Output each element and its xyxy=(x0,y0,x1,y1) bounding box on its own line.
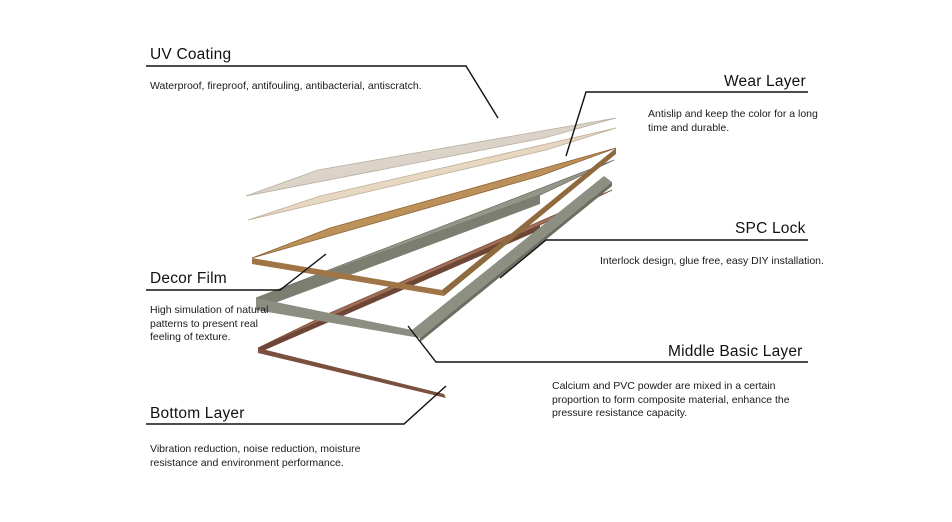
leader-bottom-layer xyxy=(146,385,447,425)
uv-coating-sheet xyxy=(245,117,617,197)
leader-lines xyxy=(146,65,808,425)
wear-layer-sheet xyxy=(247,127,617,221)
decor-film-title: Decor Film xyxy=(150,270,227,287)
leader-wear-layer xyxy=(565,91,808,157)
leader-spc-lock xyxy=(499,239,808,279)
bottom-layer-description: Vibration reduction, noise reduction, mo… xyxy=(150,443,361,469)
bottom-layer-title: Bottom Layer xyxy=(150,405,245,422)
leader-decor-film xyxy=(146,253,327,291)
decor-film-description: High simulation of natural patterns to p… xyxy=(150,304,269,343)
leader-middle-basic xyxy=(407,325,808,363)
middle-basic-layer-board xyxy=(255,159,615,342)
uv-coating-description: Waterproof, fireproof, antifouling, anti… xyxy=(150,80,422,92)
wear-layer-title: Wear Layer xyxy=(724,73,806,90)
middle-basic-layer-description: Calcium and PVC powder are mixed in a ce… xyxy=(552,380,790,419)
middle-basic-layer-title: Middle Basic Layer xyxy=(668,343,803,360)
spc-lock-description: Interlock design, glue free, easy DIY in… xyxy=(600,255,824,267)
decor-film-board xyxy=(251,147,617,296)
leader-uv-coating xyxy=(146,65,499,119)
wear-layer-description: Antislip and keep the color for a long t… xyxy=(648,108,818,134)
uv-coating-title: UV Coating xyxy=(150,46,232,63)
spc-lock-title: SPC Lock xyxy=(735,220,806,237)
